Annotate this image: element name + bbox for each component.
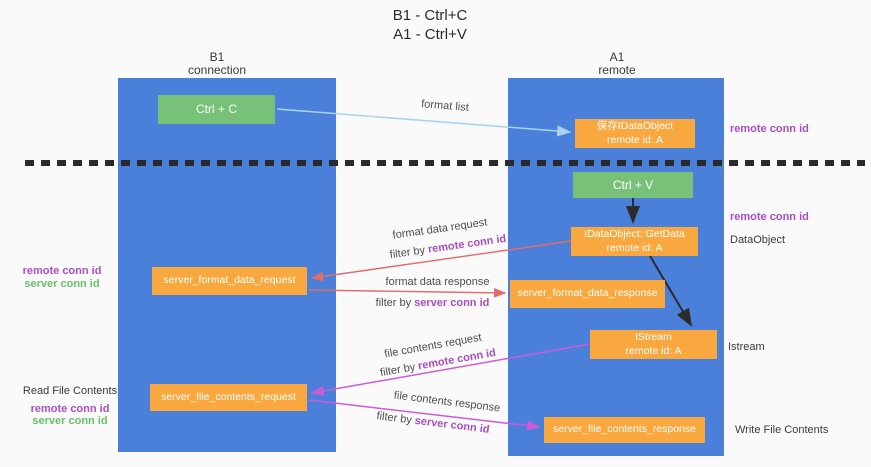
node-server-format-data-response-label: server_format_data_response: [517, 287, 658, 300]
lane-b1-role: connection: [187, 63, 247, 77]
node-istream-line2: remote id: A: [625, 344, 682, 357]
annotation-write-file-contents: Write File Contents: [735, 424, 828, 436]
annotation-istream: Istream: [728, 341, 765, 353]
remote-conn-id-label: remote conn id: [30, 403, 110, 415]
node-istream-line1: IStream: [635, 331, 672, 344]
node-save-idataobject-line1: 保存IDataObject: [596, 120, 674, 133]
remote-conn-id-label: remote conn id: [730, 211, 809, 223]
node-server-file-contents-response: server_file_contents_response: [544, 417, 705, 443]
title-line-2: A1 - Ctrl+V: [393, 26, 467, 43]
edge-label-filter-server-2: filter by server conn id: [373, 410, 494, 437]
node-save-idataobject-line2: remote id: A: [606, 133, 664, 146]
annotation-dataobject: DataObject: [730, 234, 785, 246]
filter-by-text: filter by: [375, 410, 416, 427]
file-contents-response-text: file contents response: [393, 389, 501, 415]
lane-header-a1: A1 remote: [557, 51, 677, 77]
write-file-contents-label: Write File Contents: [735, 424, 829, 436]
remote-conn-id-label: remote conn id: [22, 265, 102, 277]
node-server-format-data-request-label: server_format_data_request: [163, 274, 296, 287]
node-ctrl-c: Ctrl + C: [158, 95, 275, 124]
server-conn-id-label: server conn id: [32, 415, 108, 427]
annotation-left-conn-ids: remote conn id server conn id: [18, 265, 106, 291]
node-ctrl-v-label: Ctrl + V: [612, 177, 654, 192]
server-conn-id-label: server conn id: [24, 278, 100, 290]
node-istream: IStream remote id: A: [590, 330, 717, 359]
arrow-format-data-response: [308, 287, 507, 298]
format-data-response-text: format data response: [385, 276, 490, 288]
filter-by-text: filter by: [379, 360, 420, 380]
filter-by-text: filter by: [389, 243, 429, 262]
edge-label-format-data-response: format data response: [385, 276, 490, 288]
lane-a1-role: remote: [598, 63, 636, 77]
format-list-text: format list: [420, 98, 470, 114]
annotation-remote-conn-id-mid: remote conn id: [730, 211, 809, 223]
title-line-1: B1 - Ctrl+C: [392, 7, 468, 24]
lane-b1-name: B1: [209, 50, 225, 64]
remote-conn-id-text: remote conn id: [427, 232, 507, 256]
node-server-format-data-response: server_format_data_response: [510, 280, 665, 308]
node-save-idataobject: 保存IDataObject remote id: A: [575, 119, 695, 148]
node-getdata-line2: remote id: A: [606, 241, 663, 254]
edge-label-file-contents-response: file contents response: [393, 389, 502, 415]
istream-label: Istream: [728, 341, 765, 353]
node-server-file-contents-request-label: server_file_contents_request: [161, 390, 296, 403]
dataobject-label: DataObject: [730, 234, 786, 246]
node-server-file-contents-response-label: server_file_contents_response: [552, 423, 696, 436]
read-file-contents-label: Read File Contents: [22, 385, 118, 397]
server-conn-id-text: server conn id: [414, 297, 490, 309]
filter-by-text: filter by: [375, 297, 415, 309]
node-server-format-data-request: server_format_data_request: [152, 267, 307, 295]
node-ctrl-c-label: Ctrl + C: [195, 102, 237, 116]
remote-conn-id-label: remote conn id: [730, 123, 809, 135]
node-ctrl-v: Ctrl + V: [573, 172, 693, 198]
annotation-remote-conn-id-top: remote conn id: [730, 123, 809, 135]
annotation-read-file-contents: Read File Contents remote conn id server…: [22, 385, 118, 427]
edge-label-filter-server-1: filter by server conn id: [375, 297, 490, 309]
edge-label-format-list: format list: [395, 96, 496, 116]
lane-header-b1: B1 connection: [157, 51, 277, 77]
server-conn-id-text: server conn id: [414, 414, 491, 436]
node-server-file-contents-request: server_file_contents_request: [150, 384, 307, 411]
diagram-title: B1 - Ctrl+C A1 - Ctrl+V: [330, 6, 530, 44]
node-idataobject-getdata: IDataObject::GetData remote id: A: [571, 227, 698, 256]
lane-a1-name: A1: [609, 50, 625, 64]
node-getdata-line1: IDataObject::GetData: [584, 228, 685, 241]
